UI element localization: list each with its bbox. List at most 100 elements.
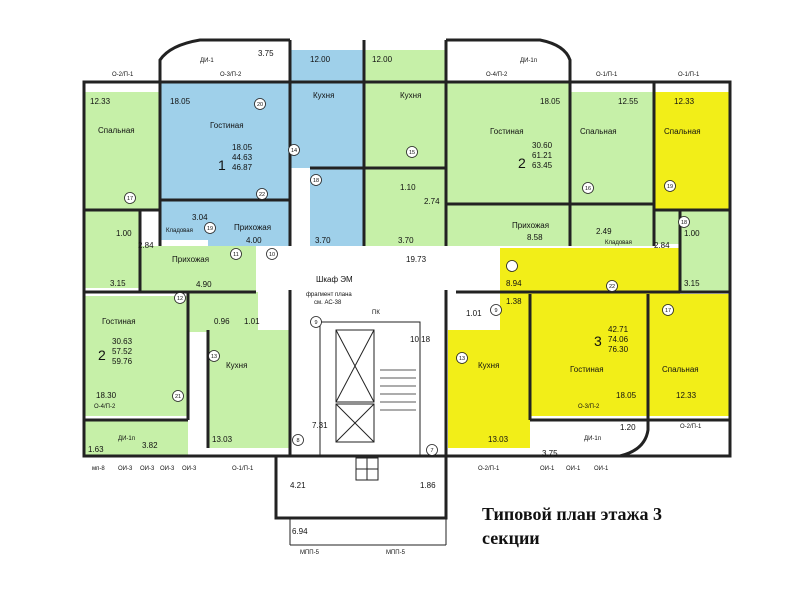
window-tag: О-2/П-1 [680,424,702,430]
marker-number: 16 [585,186,591,192]
tl-corridor-area: 2.84 [138,241,154,250]
apt1-loggia-area: 3.75 [258,49,274,58]
marker-circle [456,352,468,364]
marker-number: 9 [494,308,497,314]
window-tag: ОИ-1 [566,466,581,472]
window-tag: О-4/П-2 [486,72,508,78]
marker-number: 15 [409,150,415,156]
apt2-kitchen-area: 12.00 [372,55,393,64]
apt1-hall[interactable] [208,200,290,246]
marker-circle [124,192,136,204]
marker-circle [266,248,278,260]
window-tag: О-4/П-2 [94,404,116,410]
marker-circle [426,444,438,456]
landing-left-area: 4.21 [290,481,306,490]
right-bath[interactable] [680,244,730,292]
apt2-living-label: Гостиная [490,127,524,136]
tl-hall-area: 4.90 [196,280,212,289]
marker-number: 13 [459,356,465,362]
marker-circle [310,316,322,328]
apt1-living-area: 18.05 [170,97,191,106]
top-left-bath[interactable] [84,244,140,288]
window-tag: ОИ-1 [594,466,609,472]
tr-wc-area: 1.00 [684,229,700,238]
marker-number: 8 [296,438,299,444]
apt2L-living-label: Гостиная [102,317,136,326]
window-tag: МПП-5 [300,550,320,556]
apt3-bedroom-label: Спальная [662,365,699,374]
marker-circle [174,292,186,304]
marker-number: 18 [313,178,319,184]
apt3-closet[interactable] [500,294,530,330]
marker-circle [678,216,690,228]
apt2L-loggia[interactable] [84,420,188,456]
apt2-wc-area: 1.10 [400,183,416,192]
apt1-loggia[interactable] [170,40,290,68]
apt2-hall[interactable] [446,204,570,246]
marker-circle [288,144,300,156]
marker-circle [172,390,184,402]
hall-area: 10.18 [410,335,431,344]
apt2-kitchen-label: Кухня [400,91,421,100]
apt2L-living-room[interactable] [84,296,188,416]
marker-circle [606,280,618,292]
tr-bedroom-label: Спальная [664,127,701,136]
apt3-kitchen[interactable] [448,330,530,448]
top-left-bedroom[interactable] [84,92,160,210]
marker-number: 12 [177,296,183,302]
apt1-hall-label: Прихожая [234,223,271,232]
apt2-bedroom-area: 12.55 [618,97,639,106]
apt3-wc-area: 1.20 [620,423,636,432]
apt2-living-area: 18.05 [540,97,561,106]
door-tag: ДИ-1 [200,58,214,64]
apt2L-total: 30.63 [112,337,133,346]
apt1-storage[interactable] [160,200,208,240]
marker-circle [490,304,502,316]
apt2-bath[interactable] [364,168,446,246]
apt2L-living: 57.52 [112,347,133,356]
window-tag: О-3/П-2 [220,72,242,78]
marker-circle [204,222,216,234]
right-wc[interactable] [654,210,730,244]
apt2-living-room[interactable] [446,82,570,204]
window-tag: мп-8 [92,466,105,472]
marker-number: 19 [667,184,673,190]
apt2L-gross: 59.76 [112,357,133,366]
apt2-storage[interactable] [570,204,654,246]
tl-wc-area: 1.00 [116,229,132,238]
apt3-living-label: Гостиная [570,365,604,374]
apt3-bedroom-top[interactable] [654,92,730,210]
marker-circle [254,98,266,110]
apt2-hall-area: 8.58 [527,233,543,242]
apt2-gross: 63.45 [532,161,553,170]
marker-circle [406,146,418,158]
tr-bath-area: 3.15 [684,279,700,288]
apt2-bath-area: 3.70 [398,236,414,245]
apt2-living: 61.21 [532,151,553,160]
apt2L-kitchen-label: Кухня [226,361,247,370]
apt3-loggia[interactable] [540,420,640,460]
door-tag: ДИ-1п [584,436,601,442]
corridor[interactable] [256,246,456,286]
apt2-corridor-area: 2.74 [424,197,440,206]
apt2L-number: 2 [98,347,106,363]
marker-number: 10 [269,252,275,258]
apt2-kitchen[interactable] [364,50,446,168]
top-left-wc[interactable] [84,210,140,244]
marker-number: 11 [233,252,239,258]
marker-circle [256,188,268,200]
apt2L-hall[interactable] [188,292,258,332]
apt3-bedroom[interactable] [648,294,730,416]
window-tag: О-2/П-1 [478,466,500,472]
marker-number: 14 [291,148,297,154]
apt3-living-room[interactable] [530,294,648,416]
apt1-kitchen[interactable] [290,50,364,168]
apt3-hall[interactable] [500,248,680,294]
stairwell [319,321,421,481]
apt3-hall-area: 8.94 [506,279,522,288]
tl-bedroom-label: Спальная [98,126,135,135]
apt1-living-room[interactable] [160,82,290,200]
apt2L-loggia-area: 3.82 [142,441,158,450]
apt2L-kitchen[interactable] [208,330,290,448]
